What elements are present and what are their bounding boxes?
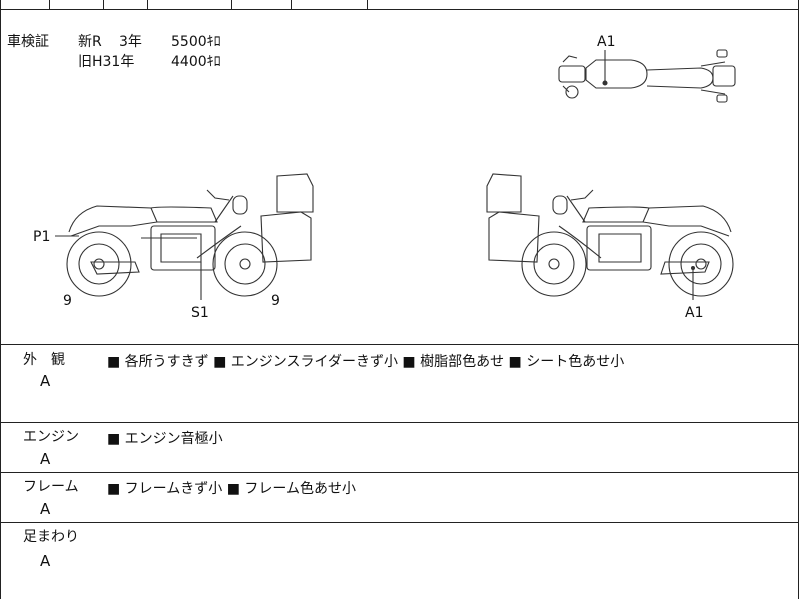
left-label-tire-front: 9 [271,293,280,309]
inspection-new-label: 新R [78,34,102,50]
top-view-motorcycle [558,49,736,103]
header-divider [367,0,368,9]
section-border [1,422,798,423]
inspection-old-label: 旧H31年 [78,54,135,70]
header-divider [291,0,292,9]
section-title-engine: エンジン [23,429,79,445]
header-divider [49,0,50,9]
section-grade-exterior: A [40,372,51,390]
section-border [1,522,798,523]
inspection-label: 車検証 [7,34,49,50]
top-view-label-a1: A1 [597,34,615,50]
left-label-s1: S1 [191,305,209,321]
section-border [1,344,798,345]
section-grade-engine: A [40,450,51,468]
section-title-exterior: 外 観 [23,352,65,368]
section-title-suspension: 足まわり [23,529,79,545]
inspection-new-price: 5500ｷﾛ [171,34,221,50]
section-border [1,472,798,473]
section-grade-suspension: A [40,552,51,570]
right-label-a1: A1 [685,305,703,321]
inspection-new-year: 3年 [119,34,142,50]
left-label-tire-rear: 9 [63,293,72,309]
left-label-p1: P1 [33,229,50,245]
a1-marker [691,266,695,270]
left-side-motorcycle [66,173,314,297]
section-notes-frame: ■ フレームきず小 ■ フレーム色あせ小 [107,481,356,497]
motorcycle-damage-diagram: A1 P1 9 S1 9 [33,34,736,321]
section-title-frame: フレーム [23,479,79,495]
header-divider [147,0,148,9]
right-side-motorcycle [486,173,734,297]
section-notes-engine: ■ エンジン音極小 [107,431,223,447]
header-divider [231,0,232,9]
section-notes-exterior: ■ 各所うすきず ■ エンジンスライダーきず小 ■ 樹脂部色あせ ■ シート色あ… [107,354,625,370]
inspection-old-price: 4400ｷﾛ [171,54,221,70]
header-row-bottom-border [1,9,798,10]
header-divider [103,0,104,9]
section-grade-frame: A [40,500,51,518]
